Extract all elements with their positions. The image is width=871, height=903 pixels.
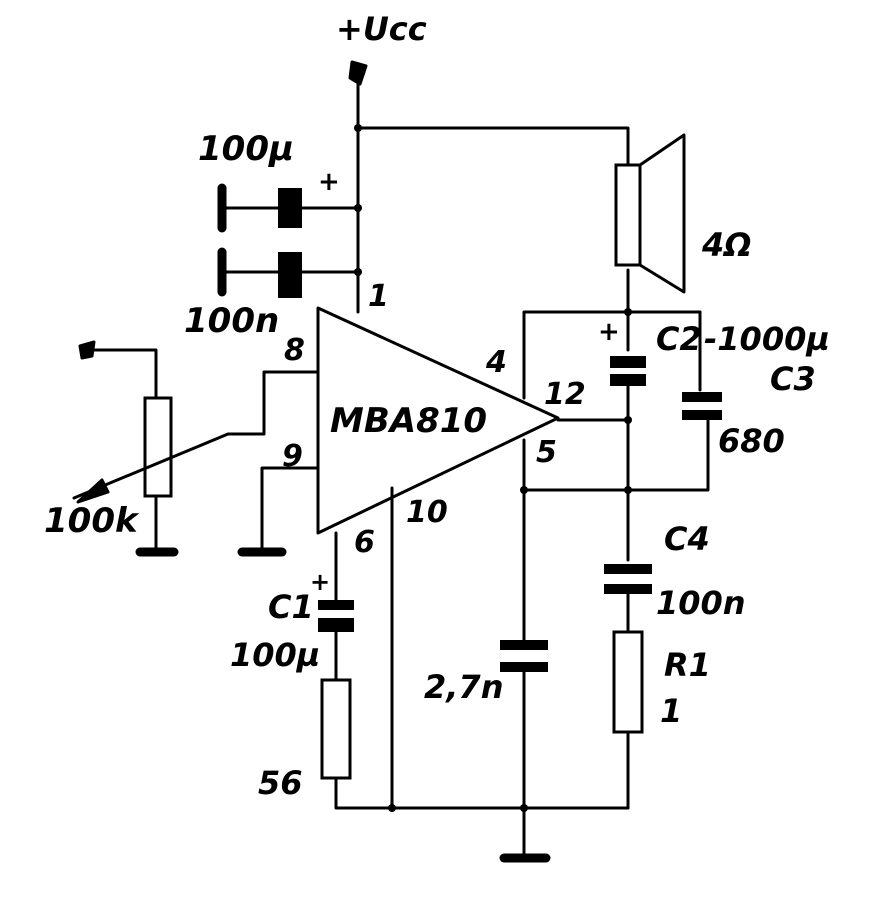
c1-name: C1 — [268, 588, 314, 626]
resistor-56-label: 56 — [258, 764, 303, 802]
pin-1-label: 1 — [368, 279, 389, 314]
pin-9-ground — [237, 466, 320, 557]
c2-plus-sign: + — [598, 317, 620, 347]
pot-label: 100k — [44, 501, 140, 541]
c2-value: -1000µ — [704, 320, 830, 358]
c2-name: C2 — [656, 320, 702, 358]
amplifier-ic — [316, 306, 560, 535]
pin-8-label: 8 — [284, 333, 305, 368]
speaker-label: 4Ω — [701, 226, 751, 264]
c3-capacitor — [682, 392, 722, 420]
c1-plus-sign: + — [310, 568, 330, 596]
pin-5-cap — [499, 438, 551, 863]
c4-value: 100n — [656, 584, 746, 622]
potentiometer — [72, 340, 320, 557]
pin-10-label: 10 — [406, 495, 448, 530]
output-network — [520, 268, 710, 562]
cap-plus-sign: + — [318, 167, 340, 197]
pin-10-line — [388, 486, 396, 812]
c4-name: C4 — [664, 520, 710, 558]
pin-6-label: 6 — [354, 525, 375, 560]
cap-27n-label: 2,7n — [424, 668, 503, 706]
pin-5-label: 5 — [536, 435, 557, 470]
r1-name: R1 — [664, 646, 711, 684]
supply-cap-100u — [217, 183, 360, 233]
cap-100n-label: 100n — [184, 301, 279, 341]
supply-cap-100n — [217, 247, 360, 298]
c4-capacitor — [604, 564, 652, 634]
supply-label: +Ucc — [336, 10, 427, 48]
c3-name: C3 — [770, 360, 816, 398]
c1-branch — [318, 531, 630, 810]
cap-100u-label: 100µ — [198, 129, 294, 169]
supply-rail — [348, 60, 630, 314]
r1-value: 1 — [660, 692, 682, 730]
c3-value: 680 — [718, 422, 785, 460]
c2-capacitor — [610, 356, 646, 386]
c1-value: 100µ — [230, 636, 320, 674]
pin-4-label: 4 — [485, 345, 507, 380]
pin-12-label: 12 — [544, 377, 586, 412]
pin-9-label: 9 — [282, 439, 303, 474]
speaker — [614, 133, 686, 294]
r1-resistor — [612, 630, 644, 810]
ic-name: MBA810 — [330, 401, 487, 441]
